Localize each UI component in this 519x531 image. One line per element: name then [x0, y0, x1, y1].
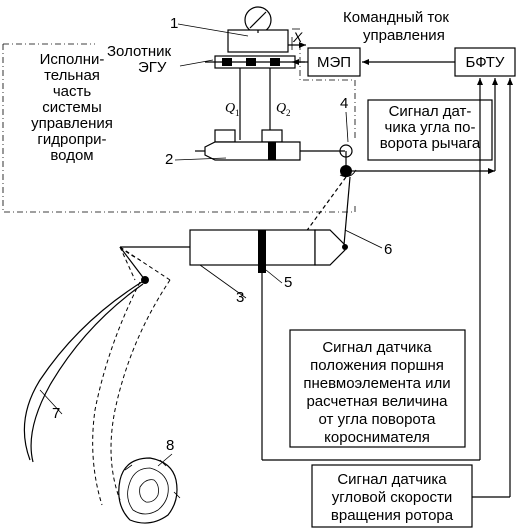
command-current-line-2: управления	[363, 27, 445, 44]
piston-sensor-line-6: короснимателя	[324, 429, 430, 446]
label-3: 3	[236, 289, 244, 306]
exec-line-1: Исполни-	[40, 51, 105, 68]
executive-part-label: Исполни- тельная часть системы управлени…	[31, 51, 113, 164]
q1-label: Q	[225, 101, 235, 116]
lever-sensor-line-3: ворота рычага	[380, 135, 481, 152]
rotor-sensor-line-1: Сигнал датчика	[337, 471, 447, 488]
zolotnik-line-1: Золотник	[107, 43, 172, 60]
leader-6	[344, 229, 383, 249]
rotor-sensor-line-3: вращения ротора	[331, 507, 454, 524]
q2-label: Q	[276, 101, 286, 116]
piston-sensor-box	[289, 329, 466, 448]
pneumatic-element	[120, 229, 348, 266]
executive-part-boundary	[2, 44, 356, 213]
exec-line-5: управления	[31, 115, 113, 132]
label-7: 7	[52, 405, 60, 422]
lever-sensor-line-2: чика угла по-	[385, 119, 476, 136]
label-1: 1	[170, 15, 178, 32]
piston-sensor-line-5: от угла поворота	[319, 411, 437, 428]
leader-5	[265, 269, 283, 284]
leader-8	[157, 453, 173, 467]
log-cross-section	[118, 457, 181, 524]
mep-label: МЭП	[317, 54, 351, 71]
mep-block	[307, 47, 361, 77]
piston-sensor-line-1: Сигнал датчика	[322, 339, 432, 356]
lever-sensor-line-1: Сигнал дат-	[389, 103, 472, 120]
bftu-block	[454, 47, 516, 77]
leader-1	[177, 23, 249, 37]
bark-scraper	[23, 246, 171, 506]
torque-motor-diagonal	[249, 11, 267, 29]
lever-arm	[343, 176, 351, 246]
piston-sensor-line-2: положения поршня	[310, 357, 444, 374]
q2-sub: 2	[286, 108, 291, 118]
exec-line-7: водом	[50, 147, 93, 164]
valve-upper-body	[227, 29, 289, 53]
command-current-line-1: Командный ток	[343, 9, 449, 26]
exec-line-4: системы	[42, 99, 102, 116]
piston-sensor-line-3: пневмоэлемента или	[303, 375, 450, 392]
exec-line-6: гидропри-	[37, 131, 106, 148]
x-label: X	[292, 29, 303, 45]
label-6: 6	[384, 241, 392, 258]
piston	[258, 230, 266, 265]
label-8: 8	[166, 437, 174, 454]
label-2: 2	[165, 151, 173, 168]
exec-line-3: часть	[53, 83, 92, 100]
leader-2	[174, 157, 227, 161]
leader-3	[199, 264, 247, 299]
rotor-sensor-box	[311, 464, 473, 528]
leader-4	[345, 111, 349, 143]
piston-sensor-line-4: расчетная величина	[306, 393, 448, 410]
piston-position-sensor-icon	[258, 265, 266, 273]
q1-sub: 1	[235, 108, 240, 118]
bftu-label: БФТУ	[466, 54, 505, 71]
rotor-sensor-line-2: угловой скорости	[332, 489, 453, 506]
exec-line-2: тельная	[44, 67, 100, 84]
egu-spool-valve	[205, 6, 306, 69]
label-4: 4	[340, 95, 348, 112]
hydraulic-cylinder	[195, 129, 345, 161]
lever-sensor-box	[367, 99, 493, 161]
label-5: 5	[284, 274, 292, 291]
zolotnik-line-2: ЭГУ	[138, 59, 167, 76]
zolotnik-leader	[179, 59, 214, 67]
leader-7	[39, 389, 63, 415]
